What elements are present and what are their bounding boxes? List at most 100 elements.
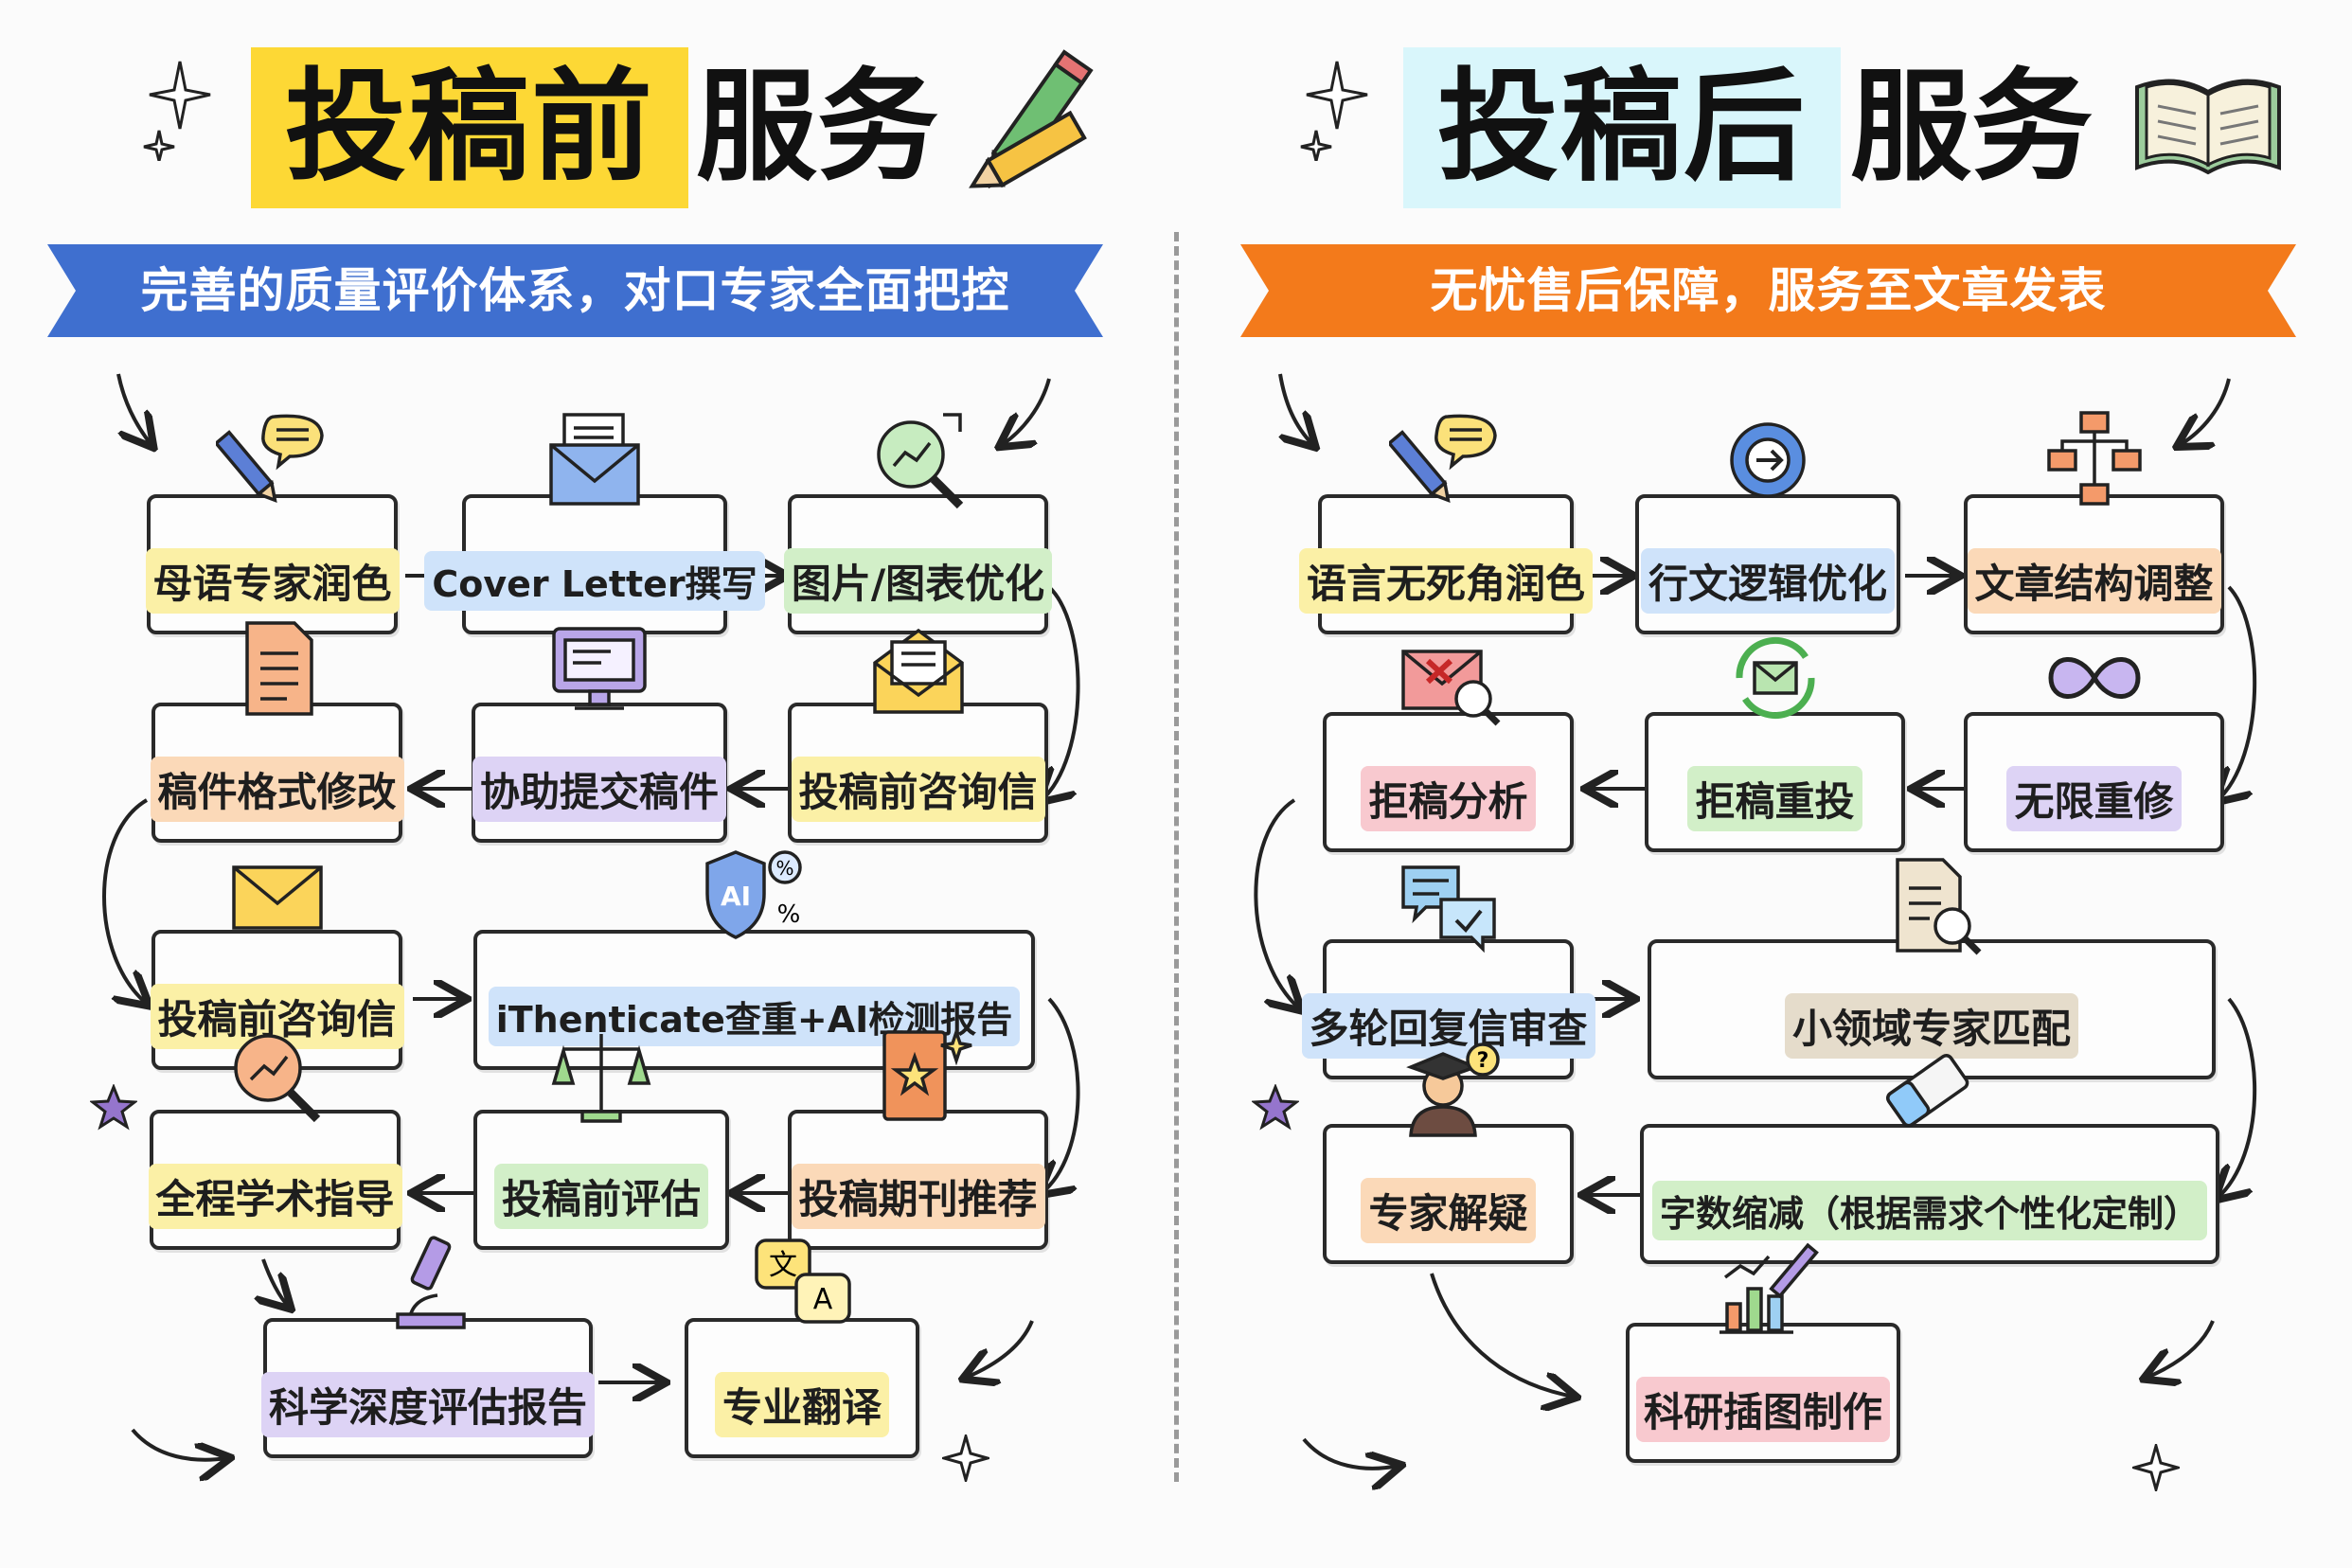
node-label-wrap: 多轮回复信审查 — [1301, 990, 1595, 1060]
node-label: 投稿期刊推荐 — [791, 1163, 1045, 1229]
svg-text:?: ? — [1476, 1049, 1488, 1073]
flow-node: 科研插图制作 — [1626, 1236, 1900, 1463]
pre-submission-panel: 投稿前 服务 完善的质量评价体系，对口专家全面把控 — [0, 47, 1176, 1482]
node-label: 投稿前咨询信 — [791, 756, 1045, 822]
monitor-icon — [543, 615, 656, 720]
node-label: 全程学术指导 — [148, 1163, 402, 1229]
node-label: 协助提交稿件 — [472, 756, 727, 822]
sparkle-icon — [942, 1434, 989, 1482]
flow-node: 母语专家润色 — [145, 407, 400, 634]
node-label: 专业翻译 — [714, 1371, 889, 1437]
node-label-wrap: 字数缩减（根据需求个性化定制） — [1648, 1175, 2212, 1245]
flow-node: 多轮回复信审查 — [1301, 852, 1595, 1079]
node-label: 拒稿分析 — [1361, 765, 1536, 831]
sparkle-icon — [2132, 1444, 2180, 1491]
node-label-wrap: 母语专家润色 — [145, 545, 400, 615]
sparkle-icon — [1300, 61, 1368, 161]
node-label-wrap: iThenticate查重+AI检测报告 — [481, 981, 1027, 1051]
rejected-mail-icon — [1392, 625, 1506, 729]
node-label: 科学深度评估报告 — [261, 1371, 596, 1437]
node-label-wrap: 文章结构调整 — [1967, 545, 2221, 615]
scholar-icon: ? — [1392, 1037, 1506, 1141]
flow-node: 协助提交稿件 — [472, 615, 727, 843]
title-highlight: 投稿后 — [1403, 47, 1842, 208]
svg-text:%: % — [775, 857, 793, 880]
flow-node: 投稿前评估 — [473, 1023, 729, 1250]
node-label-wrap: 图片/图表优化 — [783, 545, 1053, 615]
flow-node: 投稿前咨询信 — [788, 615, 1048, 843]
node-label-wrap: 全程学术指导 — [148, 1161, 402, 1231]
node-label: 稿件格式修改 — [150, 756, 404, 822]
ribbon-shape — [47, 244, 1103, 337]
node-label: 拒稿重投 — [1687, 765, 1862, 831]
node-label-wrap: 无限重修 — [1971, 763, 2217, 833]
resubmit-mail-icon — [1719, 625, 1832, 729]
svg-text:文: 文 — [769, 1249, 797, 1282]
ribbon-text: 无忧售后保障，服务至文章发表 — [1430, 263, 2107, 318]
node-label-wrap: 拒稿重投 — [1652, 763, 1898, 833]
node-label: Cover Letter撰写 — [424, 550, 765, 611]
star-icon — [90, 1084, 137, 1131]
flow-node: 小领域专家匹配 — [1648, 852, 2216, 1079]
pencils-icon — [969, 49, 1094, 189]
document-icon — [221, 615, 334, 720]
flow-node: 图片/图表优化 — [783, 407, 1053, 634]
node-label-wrap: 小领域专家匹配 — [1655, 990, 2208, 1060]
microscope-icon — [371, 1231, 485, 1335]
node-label-wrap: 专家解疑 — [1330, 1175, 1566, 1245]
flow-node: 拒稿分析 — [1323, 625, 1574, 852]
flow-node: 拒稿重投 — [1645, 625, 1905, 852]
node-label-wrap: 投稿前评估 — [481, 1161, 722, 1231]
chat-bubbles-icon — [1392, 852, 1506, 956]
title-highlight: 投稿前 — [251, 47, 689, 208]
node-label: 语言无死角润色 — [1299, 547, 1594, 614]
ribbon-text: 完善的质量评价体系，对口专家全面把控 — [140, 263, 1010, 318]
magnifier-chart-icon — [862, 407, 975, 511]
scales-icon — [544, 1023, 658, 1127]
node-label: 小领域专家匹配 — [1784, 992, 2078, 1059]
node-label-wrap: 稿件格式修改 — [150, 754, 404, 824]
node-label-wrap: 科学深度评估报告 — [261, 1369, 596, 1439]
panel-divider — [1174, 232, 1179, 1482]
node-label-wrap: 专业翻译 — [692, 1369, 912, 1439]
ribbon-shape — [1240, 244, 2296, 337]
node-label-wrap: 拒稿分析 — [1330, 763, 1566, 833]
org-chart-icon — [2038, 407, 2151, 511]
node-label: iThenticate查重+AI检测报告 — [488, 986, 1021, 1046]
infinity-icon — [2038, 625, 2151, 729]
svg-text:A: A — [813, 1283, 833, 1316]
flow-node: AI%%iThenticate查重+AI检测报告 — [473, 843, 1035, 1070]
chart-brush-icon — [1706, 1236, 1820, 1340]
document-search-icon — [1875, 852, 1988, 956]
flow-node: Cover Letter撰写 — [424, 407, 765, 634]
flow-node: 语言无死角润色 — [1299, 407, 1594, 634]
envelope-letter-icon — [538, 407, 651, 511]
title-plain: 服务 — [696, 57, 939, 198]
node-label: 字数缩减（根据需求个性化定制） — [1651, 1180, 2207, 1240]
journal-star-icon — [862, 1023, 975, 1127]
gear-arrow-icon — [1711, 407, 1825, 511]
node-label: 投稿前评估 — [493, 1163, 708, 1229]
star-icon — [1252, 1084, 1299, 1131]
node-label: 行文逻辑优化 — [1641, 547, 1896, 614]
node-label: 专家解疑 — [1361, 1177, 1536, 1243]
eraser-book-icon — [1873, 1037, 1987, 1141]
node-label: 科研插图制作 — [1635, 1376, 1890, 1442]
node-label: 图片/图表优化 — [783, 547, 1053, 614]
node-label-wrap: 投稿前咨询信 — [791, 754, 1045, 824]
title-row: 投稿前 服务 — [0, 47, 1176, 208]
open-book-icon — [2135, 79, 2281, 175]
node-label-wrap: Cover Letter撰写 — [424, 545, 765, 615]
node-label-wrap: 协助提交稿件 — [472, 754, 727, 824]
pen-chat-icon — [1386, 407, 1503, 511]
flow-node: ? 专家解疑 — [1323, 1037, 1574, 1264]
flow-node: 行文逻辑优化 — [1635, 407, 1900, 634]
node-label: 多轮回复信审查 — [1301, 992, 1595, 1059]
open-envelope-icon — [862, 615, 975, 720]
magnifier-trend-icon — [219, 1023, 332, 1127]
post-submission-panel: 投稿后 服务 无忧售后保障，服务至文章发表 — [1176, 0, 2352, 1568]
flow-node: 字数缩减（根据需求个性化定制） — [1640, 1037, 2219, 1264]
svg-text:%: % — [776, 900, 800, 929]
